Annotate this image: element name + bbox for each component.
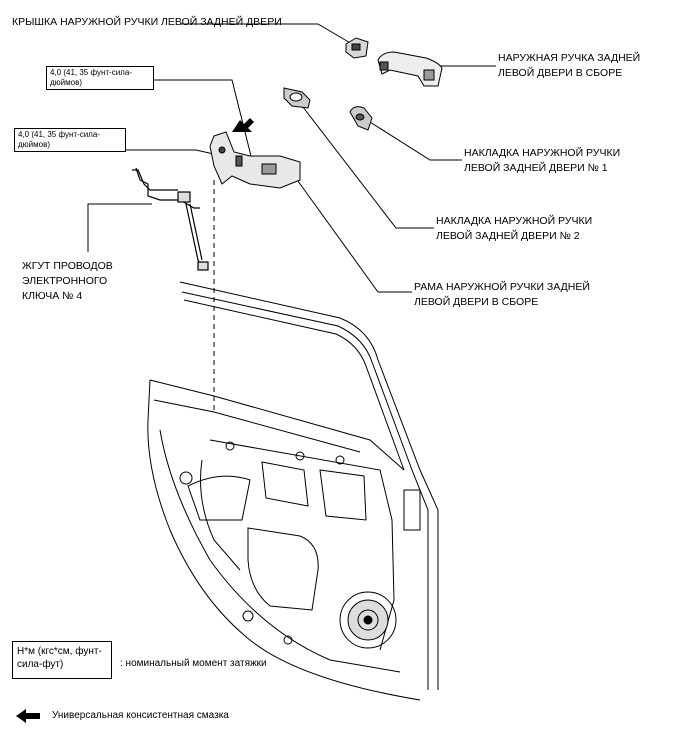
- torque-2-line2: дюймов): [18, 140, 50, 149]
- outer-handle-part: [377, 51, 443, 87]
- leader-cover: [180, 23, 353, 45]
- torque-1-line2: дюймов): [50, 78, 82, 87]
- label-pad2-line2: ЛЕВОЙ ЗАДНЕЙ ДВЕРИ № 2: [436, 230, 580, 242]
- label-frame-line1: РАМА НАРУЖНОЙ РУЧКИ ЗАДНЕЙ: [414, 281, 590, 293]
- torque-2-line1: 4,0 (41, 35 фунт-сила-: [18, 130, 100, 139]
- label-harness-line3: КЛЮЧА № 4: [22, 290, 83, 302]
- grease-arrow-icon: [232, 118, 254, 132]
- torque-box-2: 4,0 (41, 35 фунт-сила- дюймов): [14, 128, 126, 152]
- speaker-part: [339, 591, 397, 649]
- label-handle-line2: ЛЕВОЙ ДВЕРИ В СБОРЕ: [498, 67, 623, 79]
- leader-pad2: [295, 97, 434, 229]
- label-pad2-line1: НАКЛАДКА НАРУЖНОЙ РУЧКИ: [436, 215, 593, 227]
- torque-box-1: 4,0 (41, 35 фунт-сила- дюймов): [46, 66, 154, 90]
- legend-torque-desc: : номинальный момент затяжки: [120, 658, 267, 669]
- legend-torque-box: Н*м (кгс*см, фунт-сила-фут): [12, 641, 112, 679]
- label-harness-line2: ЭЛЕКТРОННОГО: [22, 275, 108, 287]
- torque-1-line1: 4,0 (41, 35 фунт-сила-: [50, 68, 132, 77]
- label-pad1-line2: ЛЕВОЙ ЗАДНЕЙ ДВЕРИ № 1: [464, 162, 608, 174]
- leader-torque1: [150, 79, 253, 161]
- handle-cover-part: [345, 37, 369, 59]
- label-harness-line1: ЖГУТ ПРОВОДОВ: [22, 260, 113, 272]
- wire-harness-part: [132, 167, 209, 271]
- legend-grease-label: Универсальная консистентная смазка: [52, 710, 229, 721]
- label-frame-line2: ЛЕВОЙ ДВЕРИ В СБОРЕ: [414, 296, 539, 308]
- leader-harness: [87, 203, 152, 252]
- handle-frame-part: [209, 131, 301, 189]
- label-pad1-line1: НАКЛАДКА НАРУЖНОЙ РУЧКИ: [464, 147, 621, 159]
- label-handle-line1: НАРУЖНАЯ РУЧКА ЗАДНЕЙ: [498, 52, 641, 64]
- label-cover: КРЫШКА НАРУЖНОЙ РУЧКИ ЛЕВОЙ ЗАДНЕЙ ДВЕРИ: [12, 16, 282, 28]
- pad2-part: [283, 87, 311, 109]
- leader-pad1: [361, 116, 462, 161]
- pad1-part: [349, 106, 373, 131]
- leader-frame: [289, 169, 412, 293]
- legend-grease-arrow-icon: [16, 709, 40, 723]
- leader-torque2: [124, 149, 219, 156]
- rear-door-part: [147, 281, 439, 701]
